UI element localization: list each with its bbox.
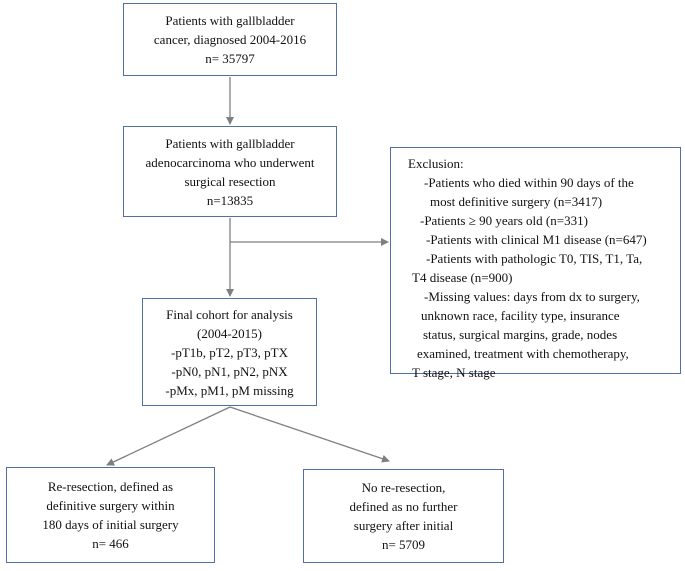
box-exclusion: Exclusion: -Patients who died within 90 … — [390, 147, 681, 380]
box-line: -pMx, pM1, pM missing — [165, 382, 294, 398]
box-line: -pT1b, pT2, pT3, pTX — [171, 344, 288, 360]
exclusion-line: unknown race, facility type, insurance — [421, 308, 620, 323]
exclusion-line: T stage, N stage — [412, 365, 496, 380]
box-line: n= 466 — [92, 536, 129, 551]
arrow-to-no-re-resection — [229, 406, 390, 463]
box-line: defined as no further — [349, 499, 458, 514]
box-patients-all: Patients with gallbladder cancer, diagno… — [123, 3, 337, 76]
box-line: adenocarcinoma who underwent — [145, 154, 315, 170]
arrow-to-re-resection — [106, 406, 231, 466]
box-no-re-resection: No re-resection, defined as no further s… — [303, 469, 504, 563]
box-line: 180 days of initial surgery — [42, 517, 179, 532]
exclusion-line: -Missing values: days from dx to surgery… — [424, 289, 640, 304]
exclusion-line: -Patients with pathologic T0, TIS, T1, T… — [426, 251, 643, 266]
box-line: Final cohort for analysis — [166, 306, 293, 322]
box-line: (2004-2015) — [197, 325, 262, 341]
box-line: Re-resection, defined as — [47, 479, 174, 494]
exclusion-line: most definitive surgery (n=3417) — [430, 194, 603, 209]
box-patients-resected: Patients with gallbladder adenocarcinoma… — [123, 126, 337, 217]
box-line: definitive surgery within — [46, 498, 175, 513]
exclusion-title: Exclusion: — [408, 156, 464, 171]
box-line: n=13835 — [206, 192, 254, 208]
box-line: Patients with gallbladder — [165, 135, 295, 151]
exclusion-line: -Patients with clinical M1 disease (n=64… — [426, 232, 647, 247]
box-re-resection: Re-resection, defined as definitive surg… — [6, 467, 215, 563]
box-line: -pN0, pN1, pN2, pNX — [171, 363, 288, 379]
box-line: surgery after initial — [353, 518, 454, 533]
box-line: surgical resection — [184, 173, 276, 189]
box-line: No re-resection, — [361, 480, 446, 495]
exclusion-line: examined, treatment with chemotherapy, — [417, 346, 629, 361]
box-line: n= 5709 — [381, 537, 426, 552]
exclusion-line: -Patients who died within 90 days of the — [424, 175, 634, 190]
exclusion-line: T4 disease (n=900) — [412, 270, 513, 285]
box-line: cancer, diagnosed 2004-2016 — [153, 32, 307, 47]
box-line: Patients with gallbladder — [165, 13, 295, 28]
box-final-cohort: Final cohort for analysis (2004-2015) -p… — [142, 298, 317, 406]
box-line: n= 35797 — [205, 51, 255, 66]
exclusion-line: status, surgical margins, grade, nodes — [423, 327, 618, 342]
exclusion-line: -Patients ≥ 90 years old (n=331) — [420, 213, 588, 228]
